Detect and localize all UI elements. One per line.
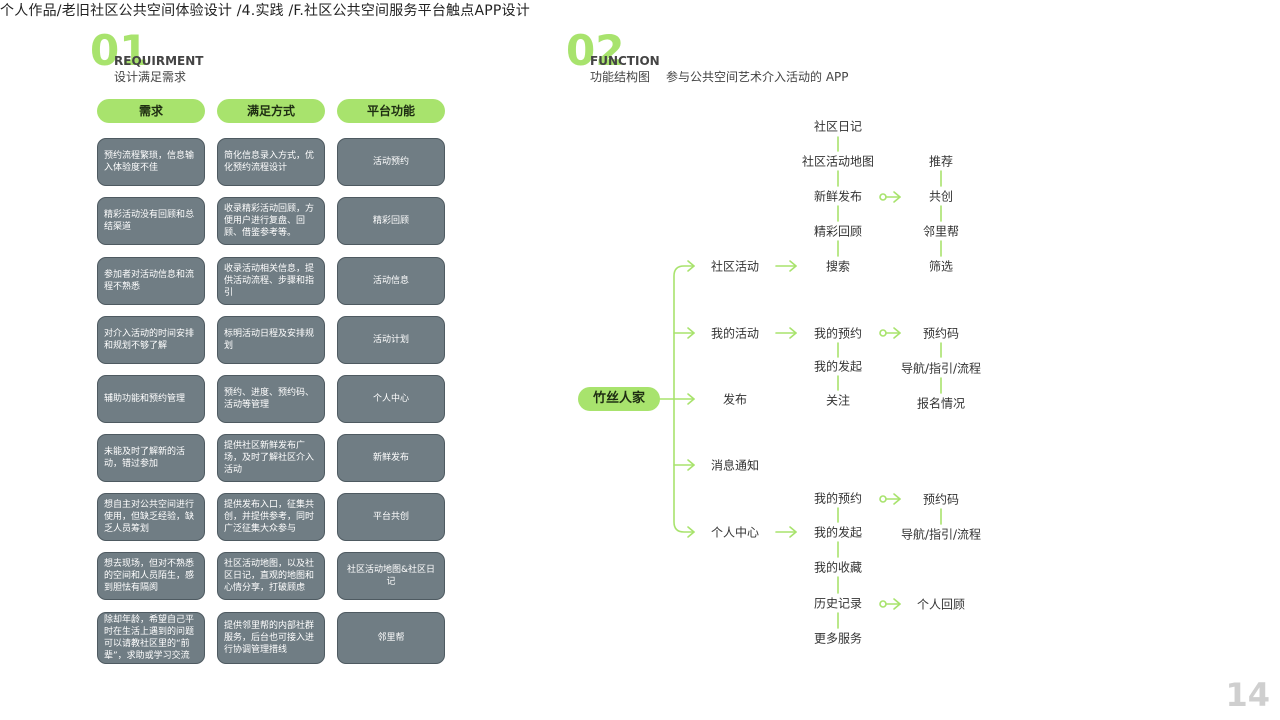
- feature-card: 新鲜发布: [337, 434, 445, 482]
- method-card: 预约、进度、预约码、活动等管理: [217, 375, 325, 423]
- tree-node: 我的收藏: [813, 560, 863, 575]
- tree-node: 筛选: [928, 259, 954, 274]
- feature-card: 活动信息: [337, 257, 445, 305]
- column-header-need: 需求: [97, 99, 205, 123]
- tree-node: 我的预约: [813, 326, 863, 341]
- tree-root: 竹丝人家: [578, 387, 660, 411]
- tree-node: 推荐: [928, 154, 954, 169]
- method-card: 社区活动地图，以及社区日记，直观的地图和心情分享，打破顾虑: [217, 552, 325, 600]
- tree-node: 预约码: [922, 492, 960, 507]
- need-card: 除却年龄，希望自己平时在生活上遇到的问题可以请教社区里的“前辈”，求助或学习交流: [97, 612, 205, 664]
- feature-card: 社区活动地图&社区日记: [337, 552, 445, 600]
- feature-card: 个人中心: [337, 375, 445, 423]
- need-card: 参加者对活动信息和流程不熟悉: [97, 257, 205, 305]
- tree-node: 预约码: [922, 326, 960, 341]
- tree-node: 报名情况: [916, 396, 966, 411]
- tree-node-community-activity: 社区活动: [710, 259, 760, 274]
- feature-card: 邻里帮: [337, 612, 445, 664]
- breadcrumb: 个人作品/老旧社区公共空间体验设计 /4.实践 /F.社区公共空间服务平台触点A…: [0, 3, 530, 19]
- section-number-01: 01: [90, 26, 149, 75]
- tree-node: 个人回顾: [916, 597, 966, 612]
- method-card: 简化信息录入方式，优化预约流程设计: [217, 138, 325, 186]
- method-card: 提供邻里帮的内部社群服务，后台也可接入进行协调管理措线: [217, 612, 325, 664]
- tree-node: 邻里帮: [922, 224, 960, 239]
- tree-node: 社区活动地图: [801, 154, 875, 169]
- section-title-cn-01: 设计满足需求: [114, 70, 187, 84]
- tree-node-publish: 发布: [722, 392, 748, 407]
- method-card: 提供社区新鲜发布广场，及时了解社区介入活动: [217, 434, 325, 482]
- section-title-en-02: FUNCTION: [590, 54, 660, 68]
- column-header-method: 满足方式: [217, 99, 325, 123]
- feature-card: 平台共创: [337, 493, 445, 541]
- tree-node: 导航/指引/流程: [900, 527, 982, 542]
- feature-card: 精彩回顾: [337, 197, 445, 245]
- tree-node: 关注: [825, 393, 851, 408]
- tree-node: 共创: [928, 189, 954, 204]
- feature-card: 活动预约: [337, 138, 445, 186]
- tree-node: 历史记录: [813, 596, 863, 611]
- need-card: 未能及时了解新的活动，错过参加: [97, 434, 205, 482]
- method-card: 提供发布入口，征集共创，并提供参考，同时广泛征集大众参与: [217, 493, 325, 541]
- tree-node-my-activity: 我的活动: [710, 326, 760, 341]
- section-title-cn-02: 功能结构图: [590, 70, 651, 84]
- section-subtitle-02: 参与公共空间艺术介入活动的 APP: [666, 70, 849, 84]
- need-card: 对介入活动的时间安排和规划不够了解: [97, 316, 205, 364]
- need-card: 辅助功能和预约管理: [97, 375, 205, 423]
- tree-node-personal-center: 个人中心: [710, 525, 760, 540]
- tree-node: 搜索: [825, 259, 851, 274]
- tree-node: 我的预约: [813, 491, 863, 506]
- need-card: 想自主对公共空间进行使用，但缺乏经验，缺乏人员筹划: [97, 493, 205, 541]
- feature-card: 活动计划: [337, 316, 445, 364]
- section-number-02: 02: [566, 26, 625, 75]
- method-card: 收录精彩活动回顾，方便用户进行复盘、回顾、借鉴参考等。: [217, 197, 325, 245]
- need-card: 精彩活动没有回顾和总结渠道: [97, 197, 205, 245]
- tree-node: 导航/指引/流程: [900, 361, 982, 376]
- tree-node-notifications: 消息通知: [710, 458, 760, 473]
- tree-node: 我的发起: [813, 359, 863, 374]
- method-card: 收录活动相关信息，提供活动流程、步骤和指引: [217, 257, 325, 305]
- tree-node: 我的发起: [813, 525, 863, 540]
- tree-node: 更多服务: [813, 631, 863, 646]
- tree-node: 社区日记: [813, 119, 863, 134]
- need-card: 预约流程繁琐，信息输入体验度不佳: [97, 138, 205, 186]
- tree-node: 新鲜发布: [813, 189, 863, 204]
- section-title-en-01: REQUIRMENT: [114, 54, 204, 68]
- need-card: 想去现场，但对不熟悉的空间和人员陌生，感到胆怯有隔阂: [97, 552, 205, 600]
- method-card: 标明活动日程及安排规划: [217, 316, 325, 364]
- tree-node: 精彩回顾: [813, 224, 863, 239]
- column-header-feature: 平台功能: [337, 99, 445, 123]
- page-number: 14: [1225, 676, 1270, 714]
